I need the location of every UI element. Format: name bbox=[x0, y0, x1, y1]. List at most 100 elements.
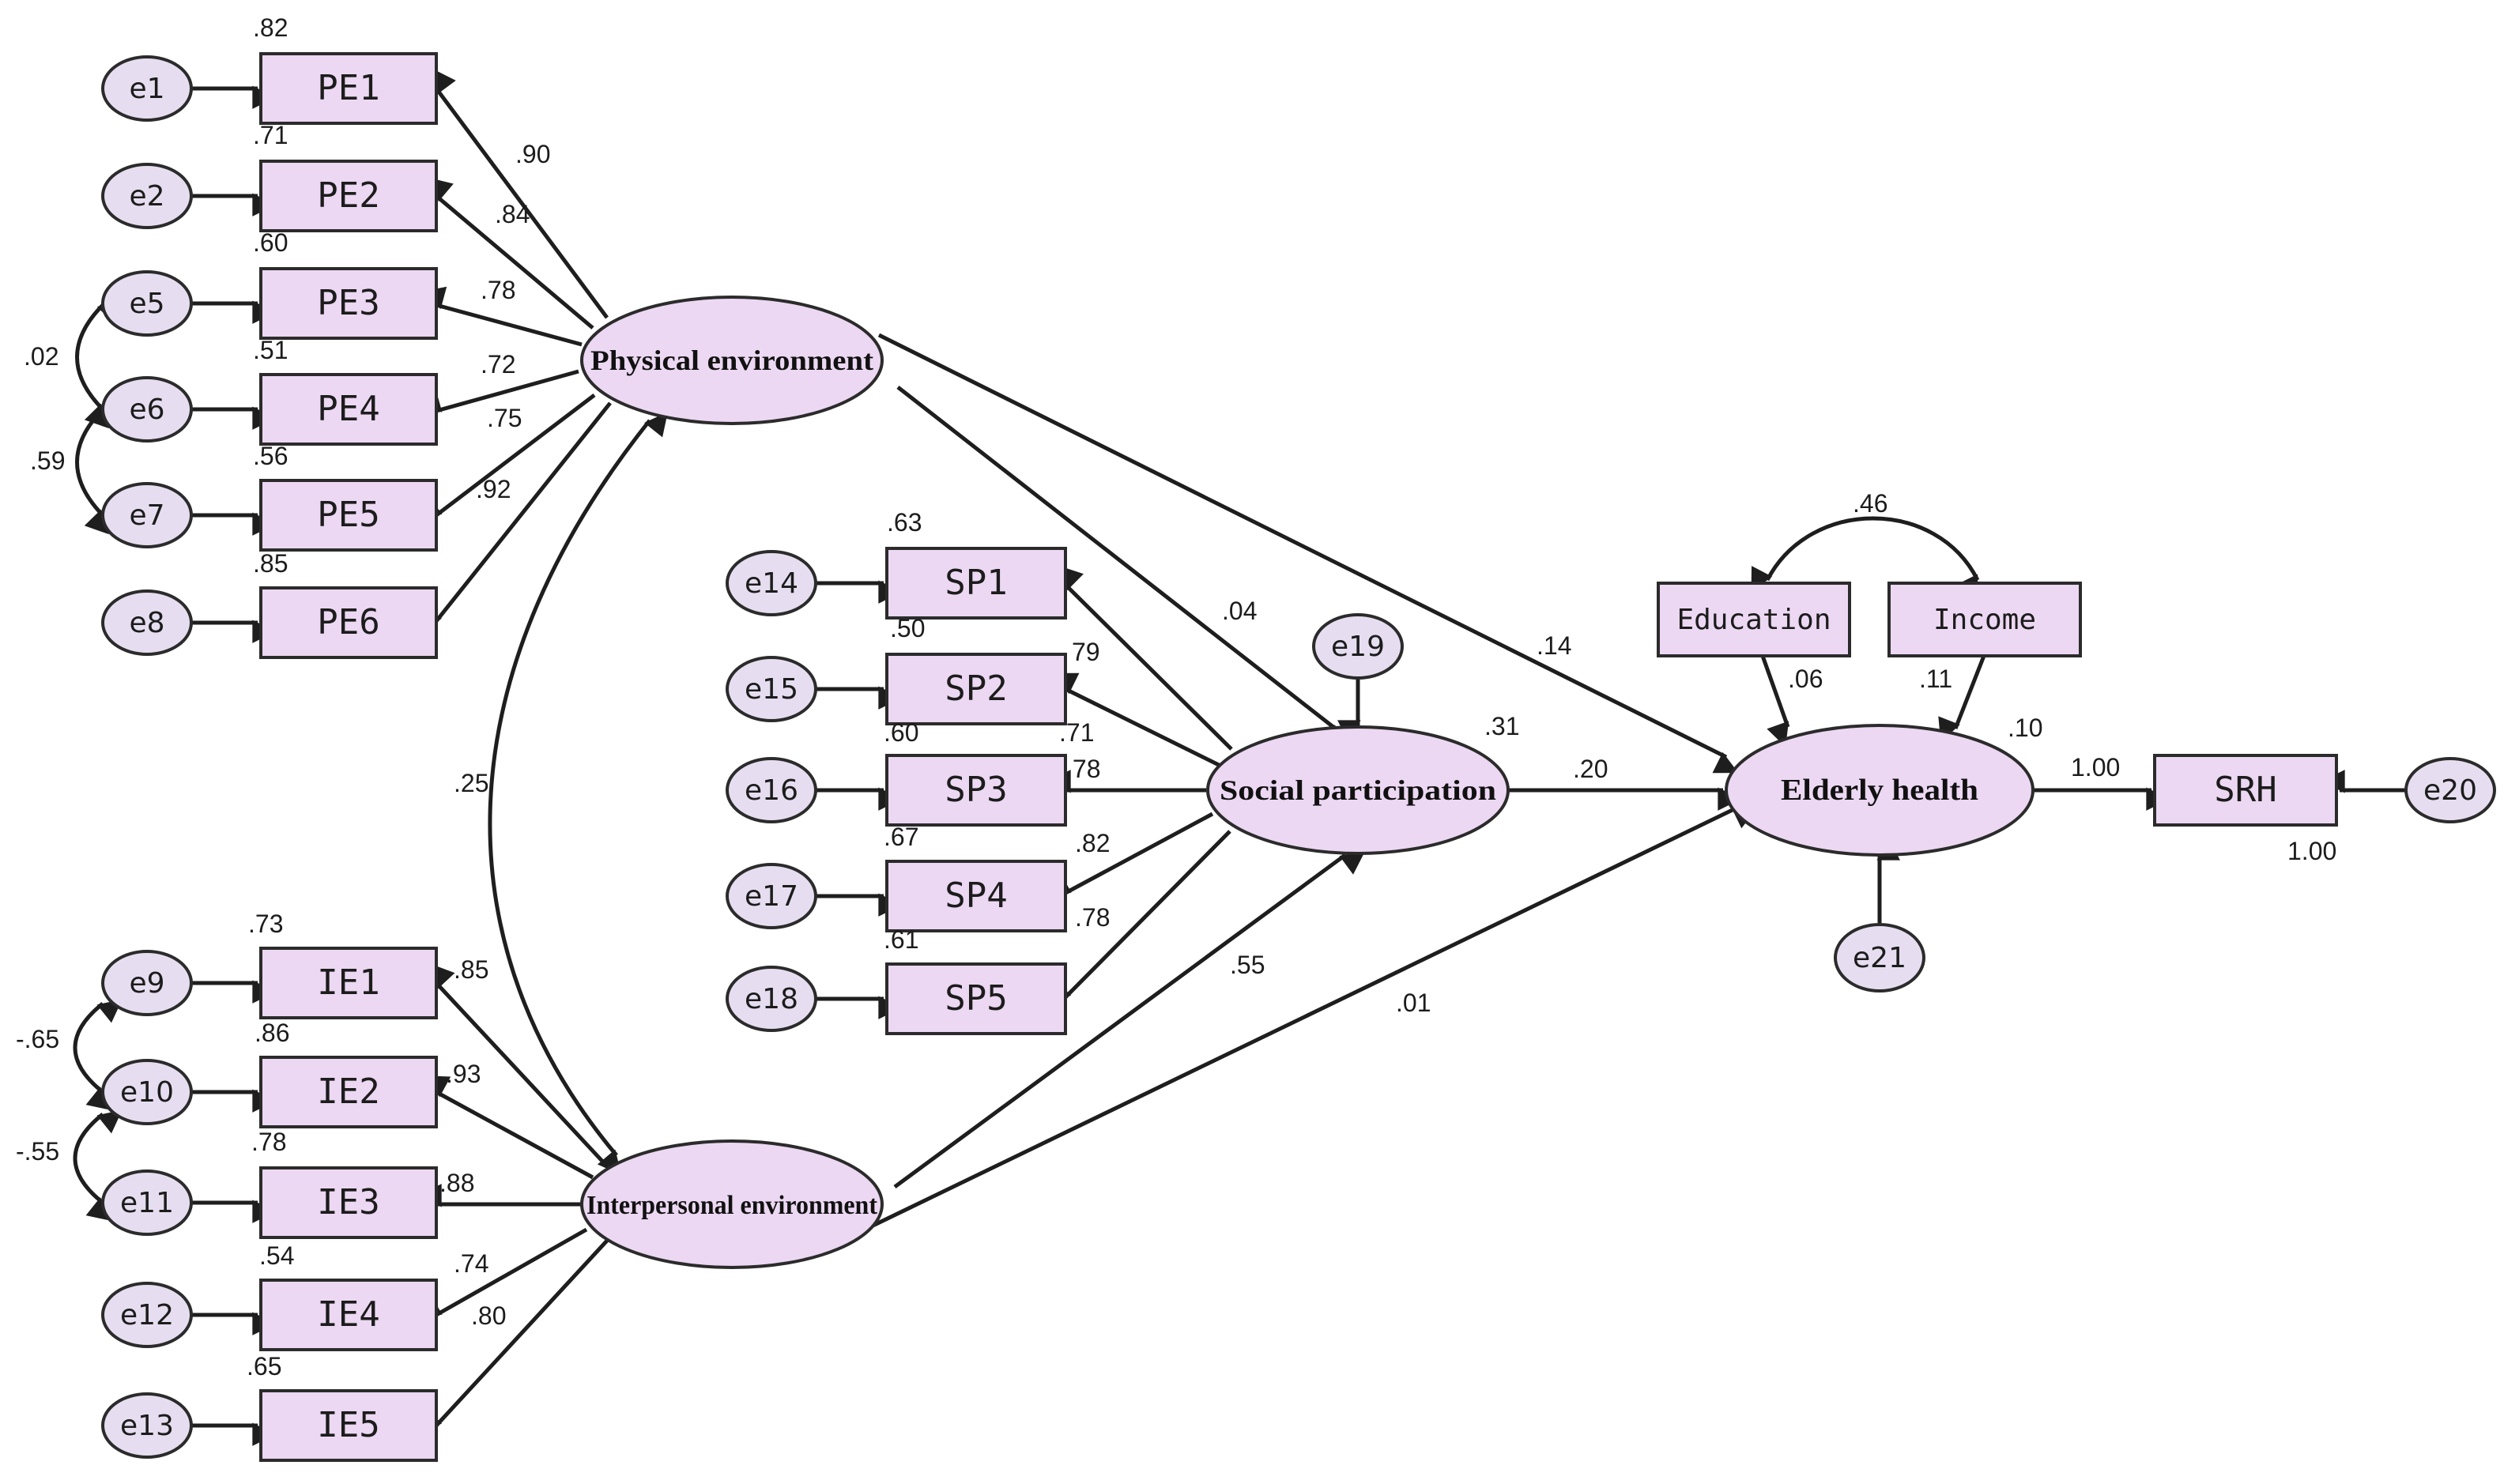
indicator-box bbox=[885, 860, 1067, 932]
indicator-box bbox=[259, 373, 438, 446]
r2-label: .73 bbox=[248, 910, 283, 938]
r2-label: .56 bbox=[253, 442, 288, 470]
cov-e10-e11 bbox=[73, 1109, 123, 1221]
error-node bbox=[101, 1169, 193, 1236]
indicator-label: PE1 bbox=[317, 68, 379, 108]
r2-label: .65 bbox=[247, 1352, 281, 1380]
error-label: e16 bbox=[745, 774, 798, 807]
path-coef-pe-sp: .04 bbox=[1222, 597, 1257, 625]
indicator-label: SP2 bbox=[945, 669, 1007, 709]
loading-label: .92 bbox=[476, 475, 511, 503]
income-box bbox=[1887, 582, 2082, 657]
cov-e6-e7 bbox=[75, 402, 122, 535]
loading-label: .72 bbox=[481, 350, 515, 379]
education-label: Education bbox=[1676, 604, 1831, 636]
edge-pe-pe5 bbox=[417, 394, 596, 519]
error-node bbox=[101, 1392, 193, 1459]
cov-pe-ie bbox=[488, 412, 668, 1175]
loading-label: 79 bbox=[1072, 638, 1100, 666]
error-label: e21 bbox=[1853, 942, 1906, 974]
indicator-box bbox=[259, 586, 438, 659]
income-label: Income bbox=[1933, 604, 2036, 636]
error-node bbox=[726, 757, 817, 823]
error-node bbox=[101, 55, 193, 122]
error-node-e21 bbox=[1834, 923, 1925, 992]
cov-edu-inc bbox=[1751, 516, 1980, 601]
error-label: e1 bbox=[129, 73, 164, 105]
indicator-box bbox=[259, 1166, 438, 1239]
error-label: e14 bbox=[745, 567, 798, 600]
latent-physical-environment bbox=[580, 296, 884, 425]
r2-label: .86 bbox=[255, 1019, 289, 1047]
loading-label: .78 bbox=[1065, 755, 1100, 783]
r2-label: .51 bbox=[253, 336, 288, 364]
path-coef-ie-sp: .55 bbox=[1230, 951, 1265, 979]
edge-sp-sp1 bbox=[1058, 566, 1233, 751]
error-label: e13 bbox=[120, 1410, 174, 1442]
loading-label: .71 bbox=[1059, 718, 1094, 747]
edge-sp-sp4 bbox=[1045, 812, 1214, 895]
loading-label: .85 bbox=[454, 955, 488, 984]
cov-e5-e6 bbox=[75, 298, 122, 429]
loading-label: .82 bbox=[1075, 829, 1110, 857]
error-node bbox=[101, 1059, 193, 1125]
edge-ie-ie1 bbox=[430, 963, 610, 1169]
error-node-e19 bbox=[1312, 613, 1404, 680]
error-label: e6 bbox=[129, 394, 164, 426]
edge-ie-ie5 bbox=[417, 1239, 609, 1433]
indicator-label: IE4 bbox=[317, 1294, 379, 1335]
error-node bbox=[101, 589, 193, 656]
loading-label: .75 bbox=[487, 404, 522, 432]
edge-pe-pe4 bbox=[417, 369, 579, 413]
latent-label-physical-environment: Physical environment bbox=[590, 345, 873, 376]
error-node-e20 bbox=[2404, 757, 2496, 823]
error-node bbox=[101, 163, 193, 229]
error-label: e19 bbox=[1331, 631, 1385, 663]
errcov-label: .59 bbox=[30, 446, 65, 475]
r2-label: .67 bbox=[884, 823, 918, 851]
indicator-label: PE4 bbox=[317, 389, 379, 429]
srh-box bbox=[2153, 754, 2338, 827]
edge-pe-pe1 bbox=[432, 69, 609, 319]
loading-label-srh: 1.00 bbox=[2071, 753, 2120, 782]
r2-label: .63 bbox=[887, 508, 922, 537]
indicator-label: PE2 bbox=[317, 175, 379, 216]
error-node bbox=[101, 1282, 193, 1348]
indicator-label: PE3 bbox=[317, 283, 379, 323]
coefficient-labels: .82 .71 .60 .51 .56 .85 .73 .86 .78 .54 … bbox=[16, 13, 2336, 1380]
error-label: e5 bbox=[129, 288, 164, 320]
edge-pe-pe3 bbox=[420, 286, 583, 347]
error-node bbox=[101, 270, 193, 337]
indicator-label: SP4 bbox=[945, 876, 1007, 916]
errcov-label: -.55 bbox=[16, 1137, 59, 1166]
loading-label: .78 bbox=[481, 276, 515, 304]
error-node bbox=[726, 550, 817, 616]
indicator-box bbox=[885, 754, 1067, 827]
observed-variables: PE1 PE2 PE3 PE4 PE5 PE6 IE1 IE2 IE3 IE4 … bbox=[259, 52, 2338, 1462]
error-terms: e1 e2 e5 e6 e7 e8 e9 e10 e11 e12 e13 e14… bbox=[101, 55, 2496, 1459]
r2-label: .71 bbox=[253, 121, 288, 149]
error-node bbox=[726, 656, 817, 722]
indicator-label: IE2 bbox=[317, 1072, 379, 1112]
error-node bbox=[101, 482, 193, 548]
indicator-box bbox=[885, 653, 1067, 725]
indicator-box bbox=[885, 547, 1067, 620]
loading-label: .88 bbox=[439, 1169, 474, 1197]
errcov-label: .02 bbox=[24, 342, 58, 371]
loading-label: .78 bbox=[1075, 903, 1110, 932]
latent-interpersonal-environment bbox=[580, 1139, 884, 1269]
r2-social-participation: .31 bbox=[1484, 712, 1519, 740]
error-label: e11 bbox=[120, 1187, 174, 1219]
indicator-box bbox=[259, 52, 438, 125]
srh-label: SRH bbox=[2214, 770, 2276, 810]
r2-label: .54 bbox=[259, 1241, 294, 1270]
edge-pe-pe2 bbox=[428, 177, 594, 330]
error-label: e8 bbox=[129, 607, 164, 639]
r2-label: .60 bbox=[253, 228, 288, 257]
latent-label-elderly-health: Elderly health bbox=[1781, 774, 1978, 807]
latent-label-interpersonal-environment: Interpersonal environment bbox=[586, 1191, 878, 1220]
latent-label-social-participation: Social participation bbox=[1220, 774, 1496, 806]
r2-label: .60 bbox=[884, 718, 918, 747]
indicator-label: SP3 bbox=[945, 770, 1007, 810]
